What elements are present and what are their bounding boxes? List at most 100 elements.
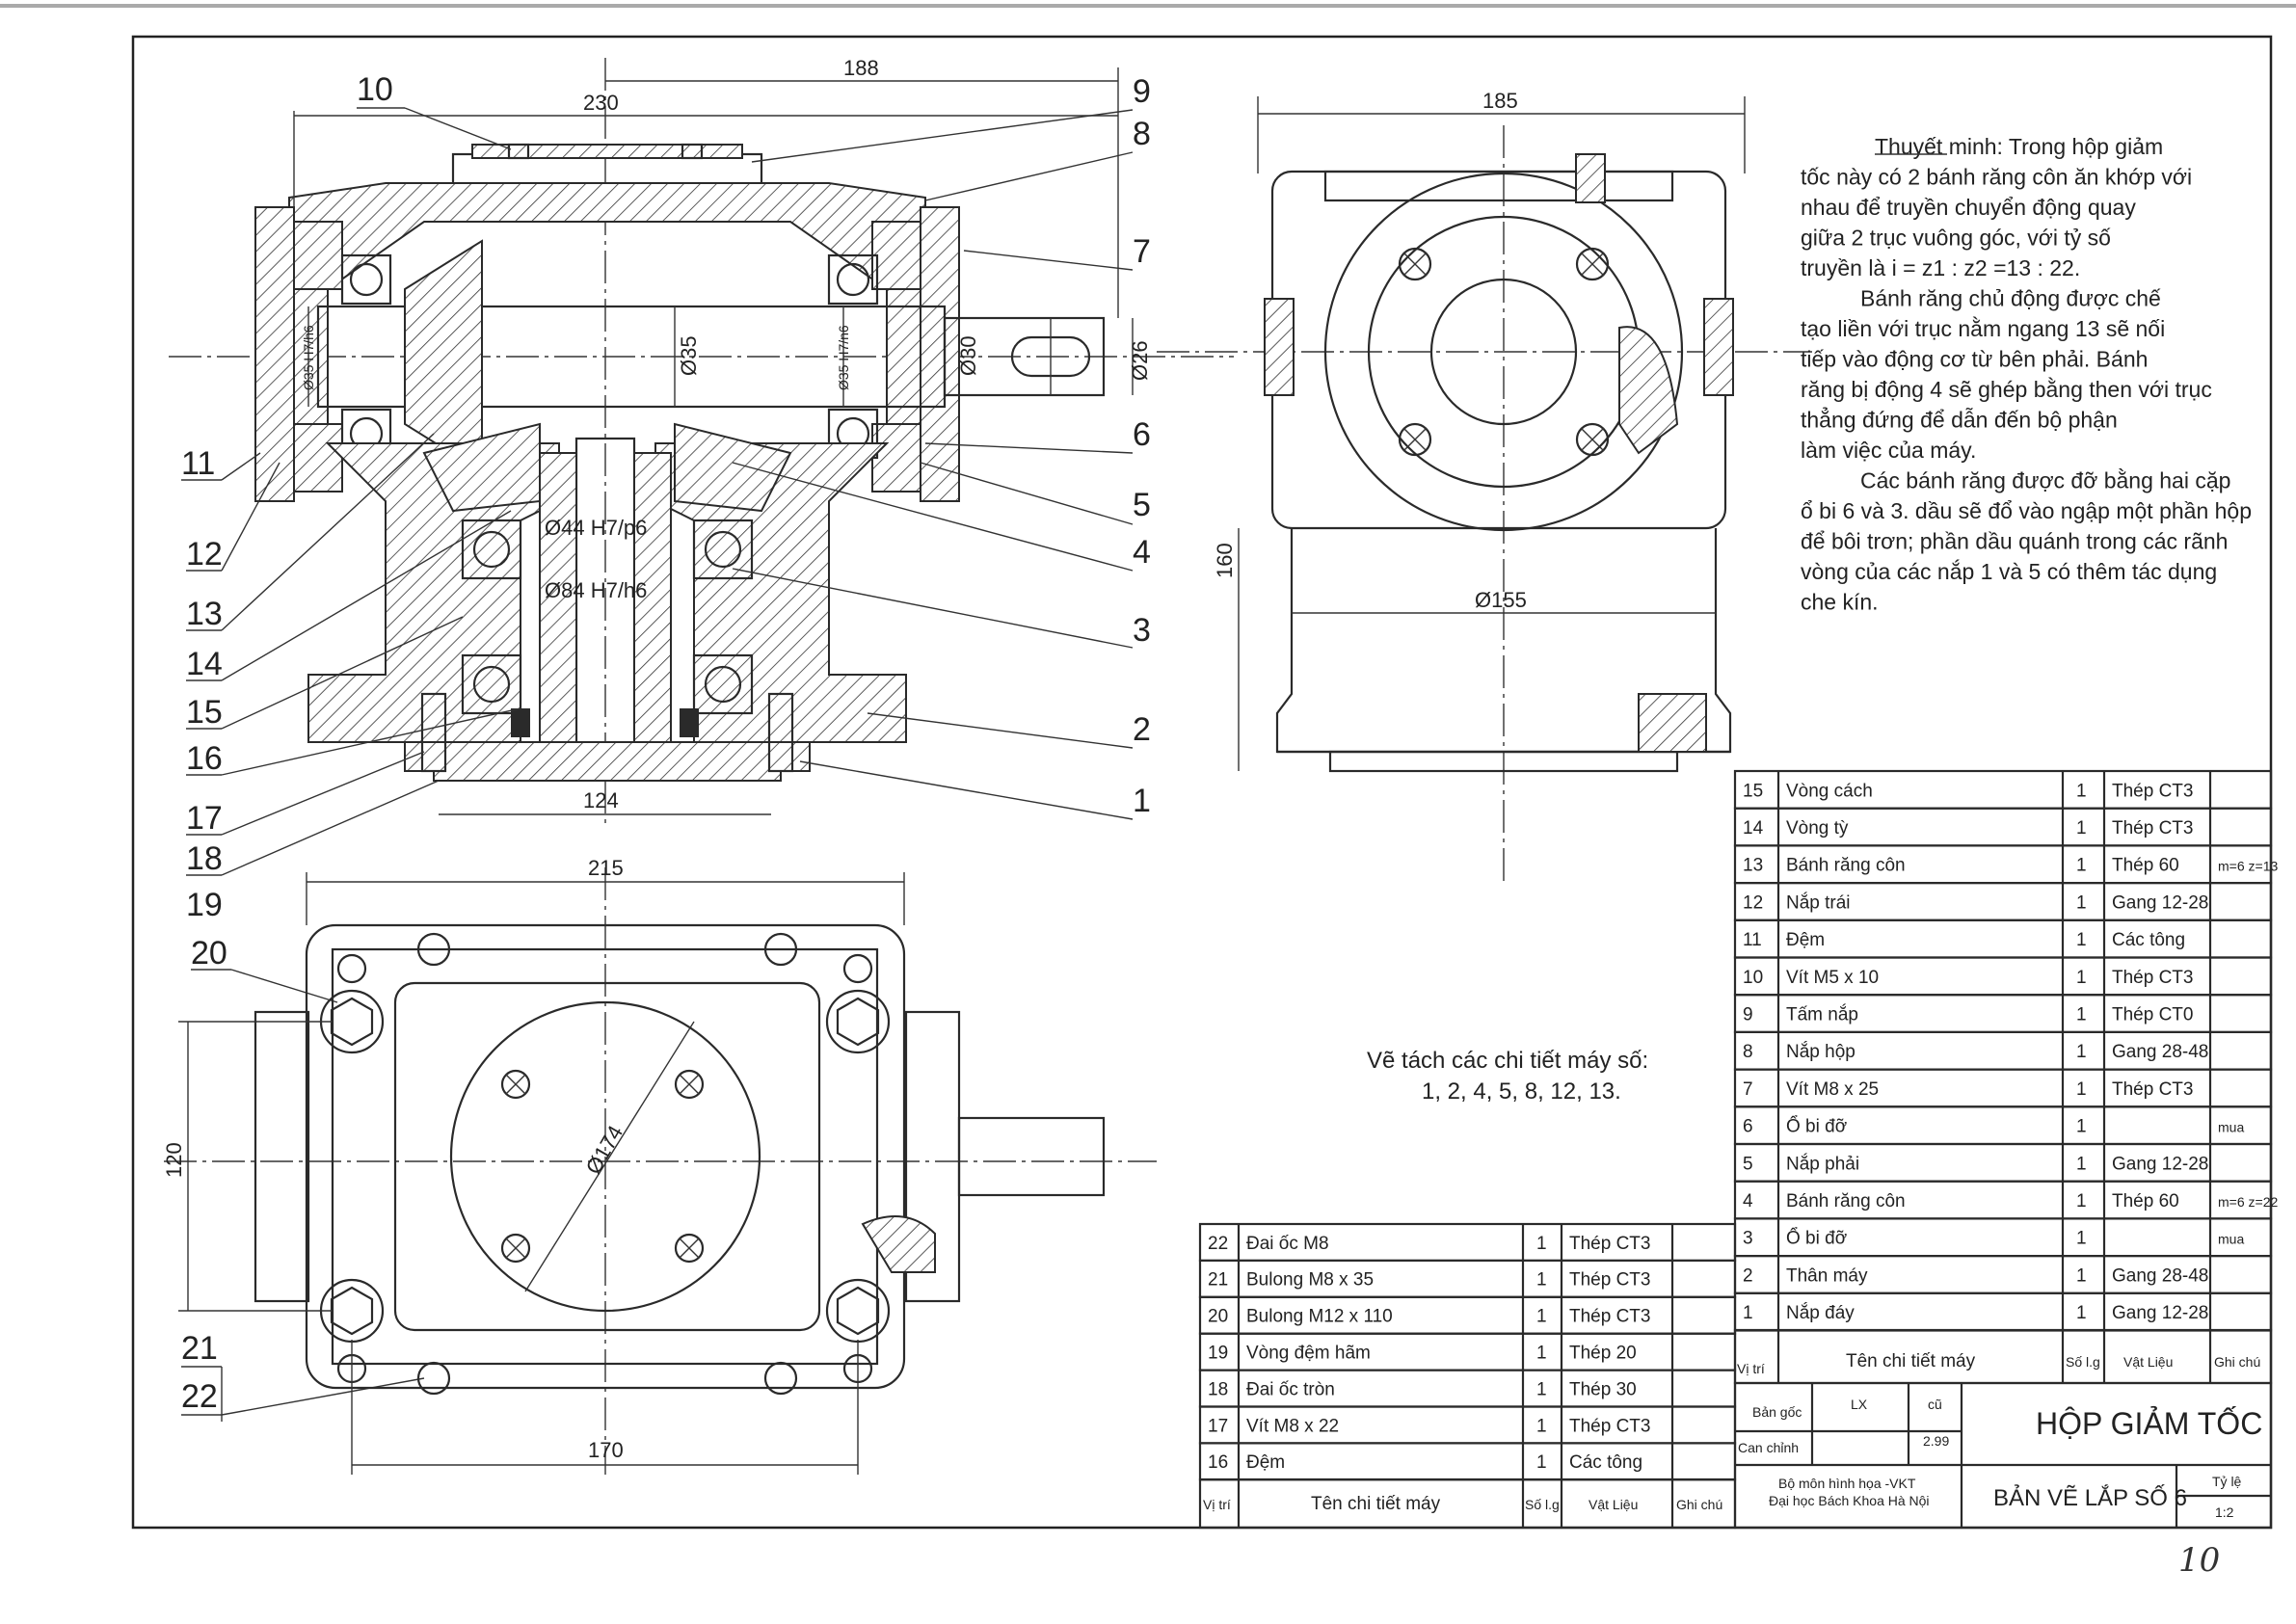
cell-qty: 1	[2076, 892, 2087, 913]
cell-qty: 1	[1536, 1416, 1547, 1436]
cell-name: Nắp đáy	[1786, 1302, 1855, 1323]
front-section-view	[169, 58, 1234, 829]
cell-qty: 1	[2076, 1265, 2087, 1286]
cell-qty: 1	[2076, 1191, 2087, 1211]
page-mark: 10	[2178, 1541, 2220, 1580]
cell-name: Vòng đệm hãm	[1246, 1343, 1371, 1363]
cell-name: Vòng cách	[1786, 781, 1873, 801]
cell-qty: 1	[1536, 1452, 1547, 1473]
dim-185: 185	[1482, 89, 1518, 113]
dim-160: 160	[1213, 543, 1237, 578]
task-line-1: Vẽ tách các chi tiết máy số:	[1367, 1048, 1648, 1074]
title-dept-1: Bộ môn hình họa -VKT	[1778, 1476, 1916, 1491]
cell-name: Bulong M12 x 110	[1246, 1307, 1393, 1327]
callout-4: 4	[1133, 534, 1151, 571]
callout-10: 10	[357, 71, 393, 108]
cell-name: Đệm	[1786, 930, 1825, 950]
cell-pos: 16	[1208, 1452, 1228, 1473]
callout-6: 6	[1133, 416, 1151, 453]
note-line: che kín.	[1801, 590, 1879, 615]
callout-2: 2	[1133, 711, 1151, 748]
note-line: giữa 2 trục vuông góc, với tỷ số	[1801, 226, 2111, 251]
cell-qty: 1	[1536, 1270, 1547, 1291]
title-date: 2.99	[1923, 1433, 1949, 1449]
cell-pos: 2	[1743, 1265, 1753, 1286]
header-note-left: Ghi chú	[1676, 1497, 1722, 1512]
cell-mat: Thép CT3	[1569, 1416, 1650, 1436]
note-line: Các bánh răng được đỡ bằng hai cặp	[1860, 468, 2230, 493]
cell-pos: 13	[1743, 856, 1763, 876]
callout-13: 13	[186, 596, 223, 632]
scale-label: Tỷ lệ	[2212, 1474, 2242, 1489]
cell-pos: 8	[1743, 1042, 1753, 1062]
cell-pos: 6	[1743, 1117, 1753, 1137]
cell-qty: 1	[2076, 1042, 2087, 1062]
callout-17: 17	[186, 800, 223, 837]
callout-8: 8	[1133, 116, 1151, 152]
note-line: vòng của các nắp 1 và 5 có thêm tác dụng	[1801, 559, 2217, 584]
callout-20: 20	[191, 935, 227, 972]
title-ban-goc: Bản gốc	[1752, 1404, 1802, 1420]
cell-mat: Thép CT3	[2112, 818, 2193, 839]
side-view	[1157, 96, 1812, 887]
cell-qty: 1	[2076, 968, 2087, 988]
cell-name: Ổ bi đỡ	[1786, 1228, 1847, 1249]
cell-pos: 5	[1743, 1154, 1753, 1174]
cell-pos: 19	[1208, 1343, 1228, 1363]
cell-name: Vòng tỳ	[1786, 818, 1849, 839]
cell-mat: Thép CT0	[2112, 1005, 2193, 1025]
cell-name: Vít M5 x 10	[1786, 968, 1879, 988]
note-line: tiếp vào động cơ từ bên phải. Bánh	[1801, 347, 2148, 372]
top-view	[164, 867, 1157, 1475]
cell-name: Đệm	[1246, 1452, 1285, 1473]
dim-188: 188	[843, 56, 879, 80]
note-line: nhau để truyền chuyển động quay	[1801, 195, 2136, 220]
cell-pos: 11	[1743, 930, 1762, 950]
callout-15: 15	[186, 694, 223, 731]
callout-14: 14	[186, 646, 223, 682]
cell-mat: Thép CT3	[1569, 1307, 1650, 1327]
cell-pos: 12	[1743, 892, 1763, 913]
header-qty-left: Số l.g	[1525, 1497, 1560, 1512]
dim-fit-84: Ø84 H7/h6	[545, 578, 647, 602]
cell-pos: 20	[1208, 1307, 1228, 1327]
callout-1: 1	[1133, 783, 1151, 819]
cell-mat: Gang 28-48	[2112, 1042, 2208, 1062]
cell-name: Tấm nắp	[1786, 1004, 1858, 1025]
cell-mat: Thép CT3	[2112, 1079, 2193, 1100]
cell-mat: Các tông	[1569, 1452, 1642, 1473]
cell-mat: Thép CT3	[2112, 781, 2193, 801]
cell-note: m=6 z=13	[2218, 859, 2278, 874]
drawing-title: HỘP GIẢM TỐC	[2036, 1406, 2262, 1441]
dim-fit-right: Ø35 H7/n6	[836, 325, 851, 390]
parts-left-header: Vị trí Tên chi tiết máy Số l.g Vật Liệu …	[1198, 1478, 1737, 1530]
header-note-right: Ghi chú	[2214, 1354, 2260, 1370]
cell-note: mua	[2218, 1232, 2244, 1247]
cell-pos: 18	[1208, 1379, 1228, 1399]
callout-16: 16	[186, 740, 223, 777]
cell-name: Ổ bi đỡ	[1786, 1116, 1847, 1137]
cell-pos: 9	[1743, 1005, 1753, 1025]
header-mat-right: Vật Liệu	[2123, 1354, 2173, 1370]
callout-21: 21	[181, 1330, 218, 1367]
scale-value: 1:2	[2215, 1504, 2234, 1520]
callout-22: 22	[181, 1378, 218, 1415]
cell-note: m=6 z=22	[2218, 1194, 2278, 1210]
cell-qty: 1	[2076, 1303, 2087, 1323]
title-block	[1733, 1381, 2273, 1530]
cell-name: Nắp trái	[1786, 892, 1851, 913]
task-line-2: 1, 2, 4, 5, 8, 12, 13.	[1422, 1078, 1621, 1105]
